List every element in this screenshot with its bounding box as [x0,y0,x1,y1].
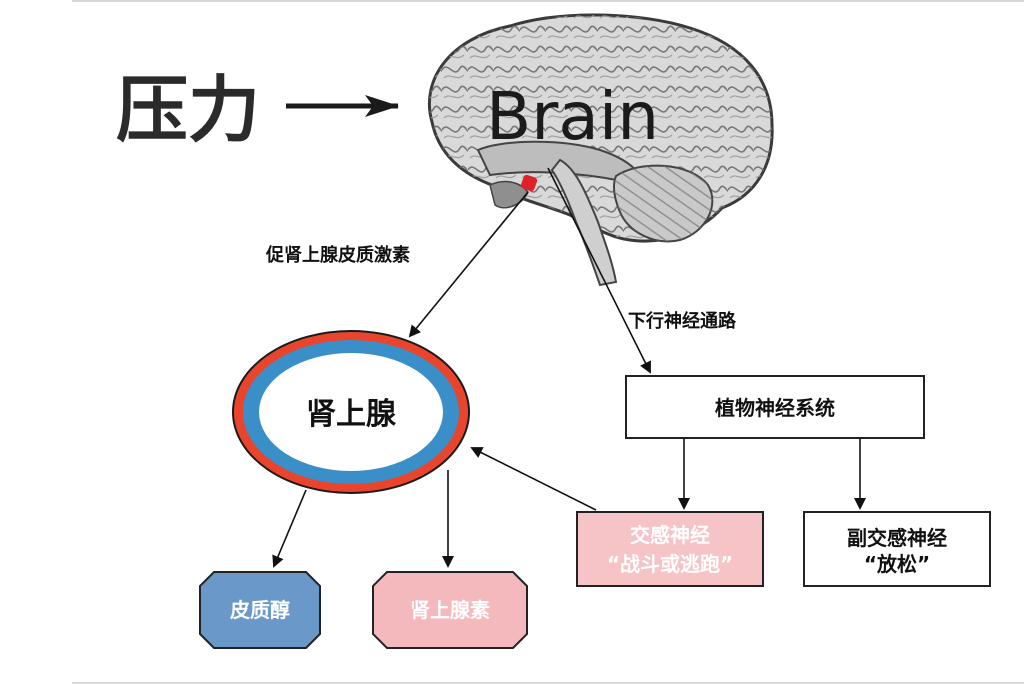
top-divider [72,0,1024,2]
brain-label: Brain [486,78,659,155]
cortisol-node: 皮质醇 [199,571,321,649]
autonomic-nervous-system-node: 植物神经系统 [625,375,925,439]
descending-pathway-arrow [547,167,651,374]
stress-label: 压力 [116,68,260,152]
ans-label: 植物神经系统 [715,396,835,420]
descending-pathway-label: 下行神经通路 [628,310,737,332]
sympathetic-label: 交感神经 [630,523,710,547]
sympathetic-to-adrenal-arrow [470,447,597,511]
sympathetic-node: 交感神经 “战斗或逃跑” [576,511,764,587]
adrenal-gland-node: 肾上腺 [232,330,470,494]
parasympathetic-sublabel: “放松” [864,552,930,576]
bottom-divider [72,682,1024,684]
parasympathetic-node: 副交感神经 “放松” [803,511,991,587]
acth-arrow [408,191,529,338]
hypothalamus-marker [520,174,538,192]
brain-illustration [427,13,774,287]
parasympathetic-label: 副交感神经 [847,526,947,550]
acth-label: 促肾上腺皮质激素 [265,244,410,266]
adrenaline-label: 肾上腺素 [410,598,490,622]
cortisol-label: 皮质醇 [230,598,290,622]
adrenaline-node: 肾上腺素 [372,571,528,649]
adrenal-to-cortisol-arrow [272,489,307,568]
adrenal-gland-label: 肾上腺 [306,397,397,432]
sympathetic-sublabel: “战斗或逃跑” [607,552,733,576]
